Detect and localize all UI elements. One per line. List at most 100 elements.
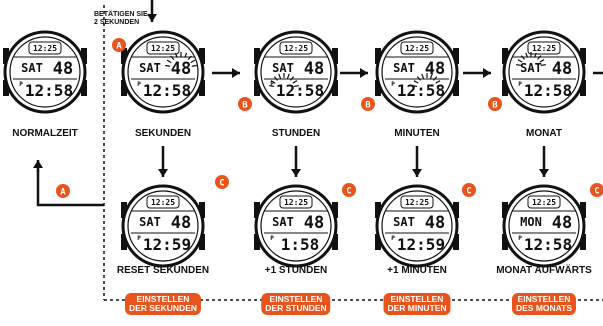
main-time: 12:59	[143, 235, 191, 254]
blink-rays	[516, 52, 546, 67]
arrow-down-2	[291, 146, 301, 177]
pill-line2: DER SEKUNDEN	[128, 303, 198, 313]
pm-indicator: P	[518, 81, 522, 88]
blink-ray	[174, 52, 178, 58]
arrow-head	[360, 68, 368, 78]
day-of-week: SAT	[520, 61, 542, 75]
hold-instruction: BETÄTIGEN SIE 2 SEKUNDEN	[94, 11, 148, 27]
watch-face	[127, 190, 199, 262]
watch-lug	[3, 48, 9, 64]
sub-display	[527, 41, 561, 55]
watch-lug	[332, 48, 338, 64]
pill-einstellen-sekunden: EINSTELLEN DER SEKUNDEN	[124, 293, 202, 315]
pill-line1: EINSTELLEN	[390, 294, 444, 304]
blink-ray	[269, 85, 275, 88]
pill-einstellen-stunden: EINSTELLEN DER STUNDEN	[261, 293, 331, 315]
arrow-to-minuten	[340, 68, 368, 78]
sub-display	[279, 195, 313, 209]
blink-ray	[286, 73, 290, 79]
date-digits: 48	[304, 213, 324, 233]
arrow-head	[483, 68, 491, 78]
button-b-badge-monat: B	[488, 97, 502, 111]
watch-face	[381, 190, 453, 262]
label-stunden: STUNDEN	[271, 128, 321, 139]
blink-ray	[190, 59, 196, 64]
button-badge-circle	[56, 184, 70, 198]
button-c-badge-3: C	[462, 183, 476, 197]
button-badge-letter: C	[219, 179, 224, 189]
sub-display-time: 12:25	[284, 44, 308, 53]
watch-lug	[254, 48, 260, 64]
blink-ray	[273, 76, 278, 81]
button-badge-letter: C	[466, 187, 471, 197]
return-path	[36, 170, 104, 207]
watch-lug	[375, 234, 381, 250]
arrow-head	[412, 169, 422, 177]
label-normalzeit: NORMALZEIT	[12, 128, 78, 139]
date-digits: 48	[53, 59, 73, 79]
main-time: 12:59	[397, 235, 445, 254]
blink-ray	[170, 55, 175, 61]
sub-display-time: 12:25	[532, 44, 556, 53]
arrow-head	[232, 68, 240, 78]
blink-ray	[429, 73, 433, 79]
pm-indicator: P	[391, 81, 395, 88]
hold-instruction-line2: 2 SEKUNDEN	[94, 19, 140, 26]
date-digits: 48	[425, 213, 445, 233]
day-of-week: SAT	[139, 215, 161, 229]
watch-lug	[453, 80, 459, 96]
sub-display	[28, 41, 62, 55]
arrow-down-3	[412, 146, 422, 177]
watch-lug	[81, 48, 87, 64]
pm-indicator: P	[391, 235, 395, 242]
blink-ray	[412, 85, 418, 88]
pill-einstellen-minuten: EINSTELLEN DER MINUTEN	[383, 293, 451, 315]
arrow-to-stunden	[212, 68, 240, 78]
day-of-week: SAT	[272, 215, 294, 229]
sub-display	[146, 41, 180, 55]
blink-ray	[416, 76, 421, 81]
watch-lug	[375, 80, 381, 96]
arrow-to-monat	[463, 68, 491, 78]
blink-ray	[270, 80, 276, 84]
date-digits: 48	[171, 59, 191, 79]
pill-line2: DER STUNDEN	[265, 303, 327, 313]
blink-ray	[517, 59, 523, 63]
blink-ray	[435, 80, 441, 84]
pm-indicator: P	[270, 235, 274, 242]
watch-lug	[121, 48, 127, 64]
button-badge-circle	[462, 183, 476, 197]
blink-rays	[165, 52, 197, 67]
watch-lug	[121, 202, 127, 218]
pm-indicator: P	[518, 235, 522, 242]
watch-lug	[332, 80, 338, 96]
blink-ray	[413, 80, 419, 84]
watch-lug	[121, 234, 127, 250]
blink-ray	[516, 64, 522, 67]
watch-lug	[502, 48, 508, 64]
main-time: 12:58	[524, 235, 572, 254]
watch-lug	[81, 80, 87, 96]
watch-lug	[254, 202, 260, 218]
pm-indicator: P	[137, 81, 141, 88]
pill-line1: EINSTELLEN	[136, 294, 190, 304]
button-badge-letter: B	[492, 101, 498, 111]
button-a-badge: A	[112, 38, 126, 52]
main-time: 12:58	[524, 81, 572, 100]
arrow-head	[158, 169, 168, 177]
blink-ray	[166, 59, 172, 64]
label-plus1-stunden: +1 STUNDEN	[264, 265, 328, 276]
blink-ray	[540, 64, 546, 67]
hold-instruction-line1: BETÄTIGEN SIE	[94, 11, 148, 18]
watch-lug	[453, 202, 459, 218]
watch-lug	[502, 80, 508, 96]
watch-lug	[375, 202, 381, 218]
watch-face	[260, 190, 332, 262]
date-digits: 48	[552, 59, 572, 79]
watch-lug	[254, 80, 260, 96]
